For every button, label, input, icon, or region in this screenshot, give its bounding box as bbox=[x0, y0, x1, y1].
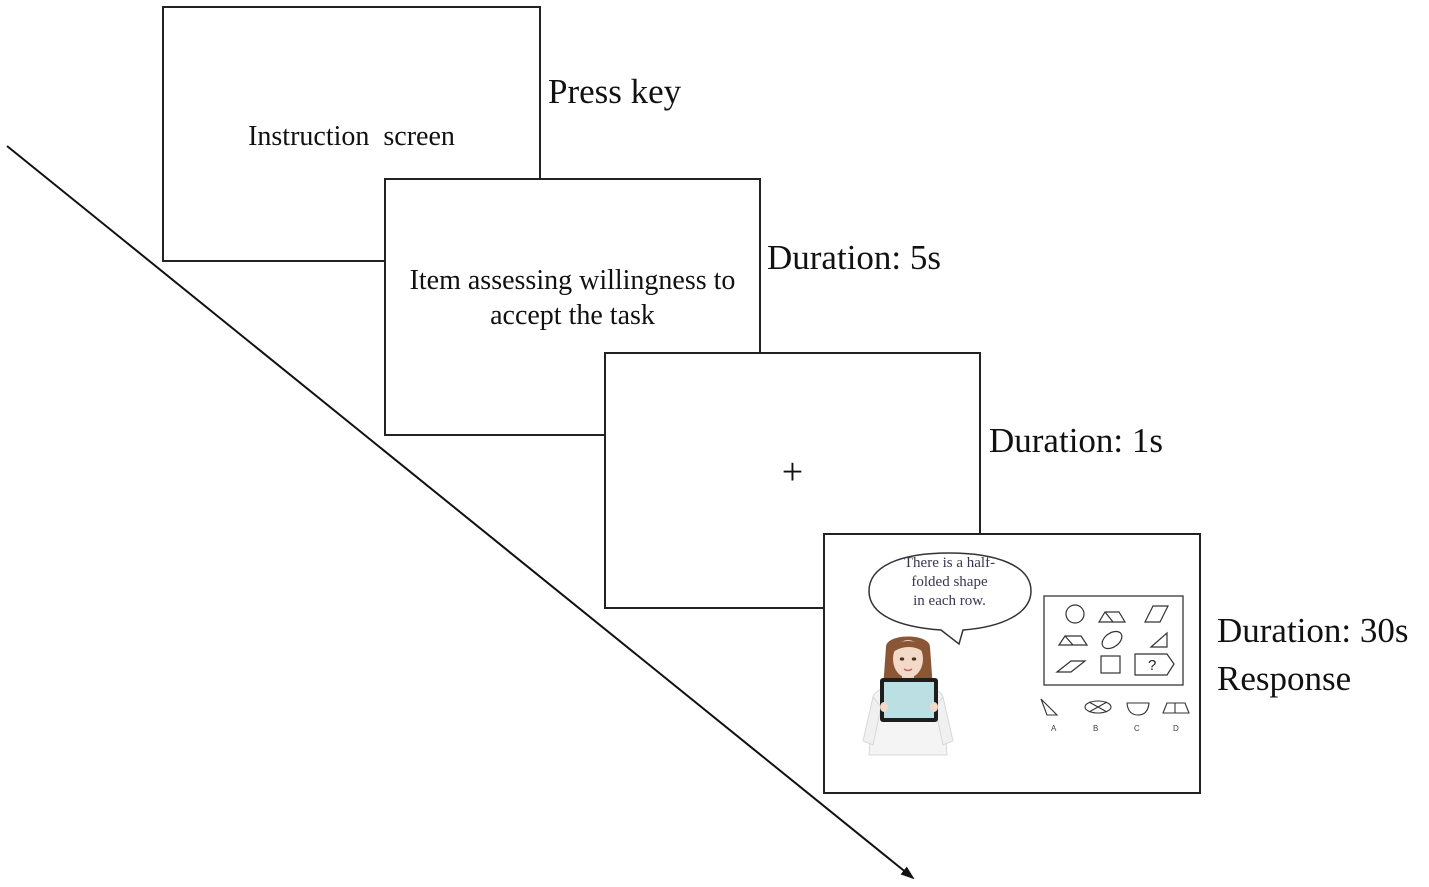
willingness-item-line-2: accept the task bbox=[490, 300, 655, 331]
option-d-label: D bbox=[1173, 724, 1179, 733]
instruction-screen-text: Instruction screen bbox=[248, 121, 455, 152]
tablet-icon bbox=[880, 678, 938, 722]
willingness-item-text: Item assessing willingness to accept the… bbox=[386, 263, 759, 333]
option-d-shape bbox=[1162, 702, 1190, 714]
option-b-label: B bbox=[1093, 724, 1099, 733]
willingness-item-screen: Item assessing willingness to accept the… bbox=[384, 178, 761, 436]
willingness-item-line-1: Item assessing willingness to bbox=[409, 265, 736, 296]
square-shape bbox=[1100, 655, 1121, 674]
speech-bubble-text: There is a half- folded shape in each ro… bbox=[877, 554, 1022, 611]
option-a-shape bbox=[1040, 698, 1059, 716]
speech-line-1: There is a half- bbox=[903, 555, 996, 571]
parallelogram-shape bbox=[1144, 605, 1169, 623]
duration-30s-response-label: Duration: 30s Response bbox=[1217, 611, 1409, 699]
folded-trapezoid-shape bbox=[1097, 611, 1127, 623]
shape-puzzle-matrix: ? bbox=[1043, 595, 1184, 686]
speech-line-3: in each row. bbox=[913, 593, 986, 609]
speech-bubble-icon bbox=[868, 552, 1032, 646]
speech-line-2: folded shape bbox=[911, 574, 988, 590]
fixation-cross: + bbox=[781, 451, 804, 493]
folded-trapezoid-shape-2 bbox=[1057, 635, 1089, 646]
task-screen: There is a half- folded shape in each ro… bbox=[823, 533, 1201, 794]
option-b-shape bbox=[1084, 700, 1112, 714]
ellipse-shape bbox=[1101, 630, 1123, 650]
triangle-shape bbox=[1149, 631, 1168, 648]
folded-parallelogram-shape bbox=[1055, 660, 1087, 673]
option-c-label: C bbox=[1134, 724, 1140, 733]
option-a-label: A bbox=[1051, 724, 1057, 733]
response-text: Response bbox=[1217, 659, 1352, 698]
missing-answer-mark: ? bbox=[1148, 657, 1156, 674]
duration-1s-label: Duration: 1s bbox=[989, 421, 1164, 460]
answer-slot-shape bbox=[1134, 653, 1175, 676]
answer-options bbox=[1040, 698, 1190, 716]
press-key-label: Press key bbox=[548, 72, 682, 111]
duration-5s-label: Duration: 5s bbox=[767, 238, 942, 277]
option-c-shape bbox=[1126, 702, 1150, 716]
circle-shape bbox=[1065, 604, 1085, 624]
duration-30s-text: Duration: 30s bbox=[1217, 611, 1409, 650]
